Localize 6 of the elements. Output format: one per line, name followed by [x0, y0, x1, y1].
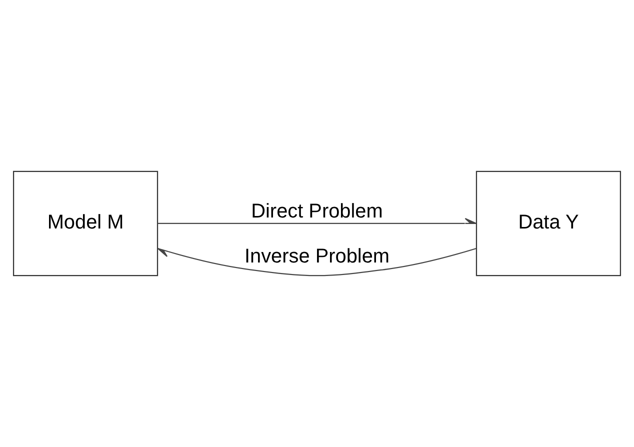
edge-label: Direct Problem	[251, 200, 383, 222]
edge-label: Inverse Problem	[244, 246, 390, 268]
arrow	[158, 218, 477, 224]
node-box: Model M	[12, 170, 158, 276]
arrow	[157, 248, 476, 276]
node-box: Data Y	[476, 170, 622, 276]
